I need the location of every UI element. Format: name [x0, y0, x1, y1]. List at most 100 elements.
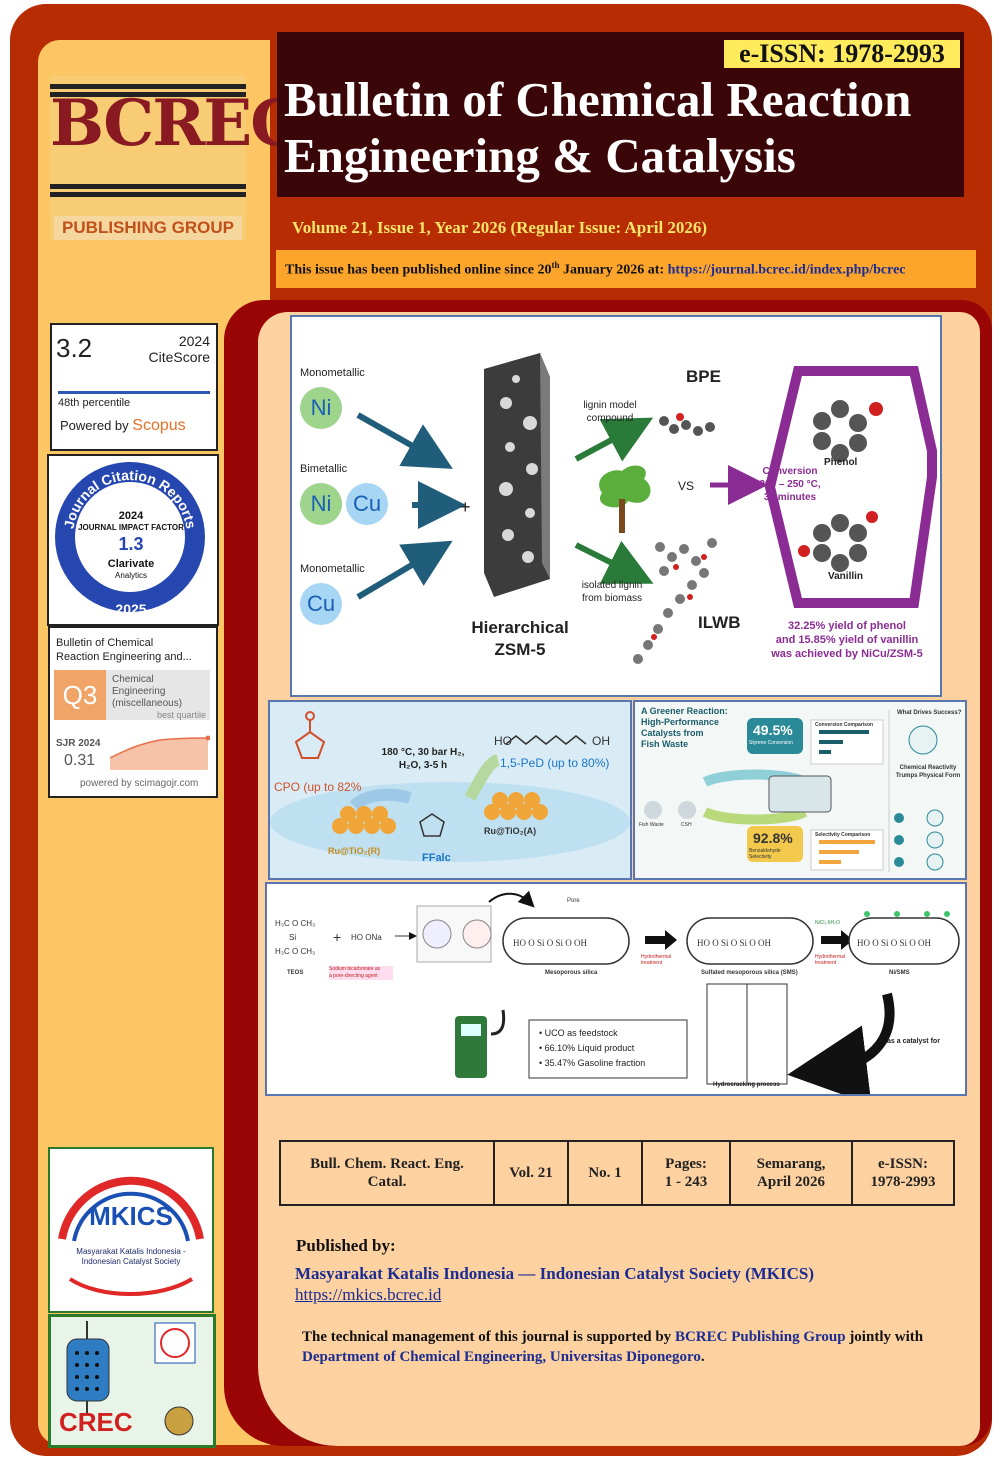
cell-line: April 2026	[757, 1174, 825, 1190]
publisher-name-link[interactable]: Masyarakat Katalis Indonesia — Indonesia…	[295, 1264, 815, 1283]
svg-text:HO O Si O Si O OH: HO O Si O Si O OH	[697, 938, 772, 948]
cu-label: Cu	[352, 491, 382, 516]
clarivate-sub: Analytics	[114, 571, 147, 580]
results-item-text: UCO as feedstock	[544, 1028, 618, 1038]
results-item: • UCO as feedstock	[539, 1028, 618, 1038]
logo-rule	[50, 84, 246, 89]
infographic-title-line: A Greener Reaction:	[641, 706, 728, 716]
support-label: Hierarchical ZSM-5	[460, 617, 580, 661]
graphical-abstract-2[interactable]: 180 °C, 30 bar H₂,H₂O, 3-5 h CPO (up to …	[268, 700, 632, 880]
ffalc-label: FFalc	[422, 852, 451, 864]
plus-sign: +	[460, 497, 471, 517]
jcr-bottom-year: 2025	[115, 601, 147, 617]
support-statement: The technical management of this journal…	[302, 1327, 952, 1367]
journal-title-line: Engineering & Catalysis	[284, 128, 796, 183]
ni-label: Ni	[310, 491, 332, 516]
conversion-line: 200 – 250 °C,	[759, 479, 821, 490]
bcrec-group-link[interactable]: BCREC Publishing Group	[674, 1329, 846, 1345]
support-suffix: .	[700, 1349, 705, 1365]
sjr-title-line: Bulletin of Chemical	[56, 637, 154, 649]
published-by-label: Published by:	[296, 1236, 396, 1255]
online-prefix: This issue has been published online sin…	[285, 262, 552, 278]
conditions-line: H₂O, 3-5 h	[398, 760, 448, 771]
logo-text: BCREC	[50, 86, 301, 161]
graphical-abstract-4[interactable]: H₃C O CH₃ Si H₃C O CH₃ + HO ONa HO O Si …	[265, 882, 967, 1096]
bi-label: Bimetallic	[300, 463, 348, 475]
citescore-powered: Powered by Scopus	[60, 417, 186, 435]
bicarbonate-line: a pore-directing agent	[329, 973, 378, 979]
sjr-category-line: Chemical	[112, 674, 154, 685]
department-link[interactable]: Department of Chemical Engineering, Univ…	[302, 1349, 701, 1365]
citescore-percentile-bar	[58, 391, 210, 394]
svg-text:+: +	[333, 929, 341, 945]
graphic4-drawing: H₃C O CH₃ Si H₃C O CH₃ + HO ONa HO O Si …	[275, 890, 960, 1094]
graphical-abstract-1[interactable]: Monometallic Ni Bimetallic Ni Cu Monomet…	[290, 315, 942, 697]
result-line: 32.25% yield of phenol	[788, 620, 906, 632]
lignin-model-line: lignin model	[583, 400, 637, 411]
citescore-badge[interactable]: 3.2 2024 CiteScore 48th percentile Power…	[50, 323, 218, 451]
svg-text:HO O Si O Si O OH: HO O Si O Si O OH	[513, 938, 588, 948]
sjr-powered: powered by scimagojr.com	[80, 778, 199, 789]
hydrothermal-label: Hydrothermal treatment	[641, 954, 672, 966]
phenol-label: Phenol	[824, 457, 858, 468]
jcr-arc-text: Journal Citation Reports	[61, 467, 200, 530]
jcr-center	[75, 482, 185, 592]
jcr-badge[interactable]: Journal Citation Reports 2024 JOURNAL IM…	[47, 454, 219, 626]
online-banner	[276, 250, 976, 288]
nicl-label: NiCl₂.6H₂O	[815, 920, 840, 926]
cell-line: Catal.	[367, 1174, 407, 1190]
reactivity-line: Chemical Reactivity	[899, 765, 957, 771]
catalyst-a-label: Ru@TiO₂(A)	[484, 826, 537, 836]
journal-title-line: Bulletin of Chemical Reaction	[284, 72, 912, 127]
issue-info-table: Bull. Chem. React. Eng.Catal. Vol. 21 No…	[279, 1140, 955, 1206]
sjr-year: SJR 2024	[56, 738, 101, 749]
graphic2-drawing	[270, 711, 630, 862]
online-notice: This issue has been published online sin…	[285, 260, 906, 279]
cell-line: Pages:	[665, 1156, 707, 1172]
citescore-year: 2024	[178, 333, 210, 349]
mkics-subtitle: Masyarakat Katalis Indonesia -Indonesian…	[50, 1247, 212, 1267]
volume-cell: Vol. 21	[493, 1140, 569, 1206]
hydrocracking-label: Hydrocracking process	[713, 1082, 780, 1088]
cu-sphere: Cu	[300, 583, 342, 625]
results-item: • 35.47% Gasoline fraction	[539, 1058, 646, 1068]
volume-info: Volume 21, Issue 1, Year 2026 (Regular I…	[292, 218, 708, 237]
mkics-logo[interactable]: MKICS Masyarakat Katalis Indonesia -Indo…	[48, 1147, 214, 1313]
cpo-label: CPO (up to 82%	[274, 780, 362, 794]
cell-line: e-ISSN:	[877, 1156, 928, 1172]
mono-label-1: Monometallic	[300, 367, 365, 379]
lignin-model-label: lignin model compound	[570, 399, 650, 425]
ni-label: Ni	[310, 395, 332, 420]
catalyst-for-label: as a catalyst for	[887, 1038, 940, 1045]
crec-logo[interactable]: CREC	[48, 1314, 216, 1448]
logo-rule	[50, 192, 246, 197]
mkics-subtitle-line: Indonesian Catalyst Society	[81, 1257, 181, 1266]
cell-line: 1 - 243	[664, 1174, 708, 1190]
sjr-trend-chart	[110, 735, 210, 770]
graphic3-drawing	[644, 710, 944, 872]
lignin-model-line: compound	[586, 413, 634, 424]
results-item-text: 66.10% Liquid product	[544, 1043, 635, 1053]
conversion-comparison: Conversion Comparison	[815, 722, 874, 728]
citescore-percentile: 48th percentile	[58, 397, 131, 409]
cell-line: Semarang,	[756, 1156, 826, 1172]
svg-text:HO ONa: HO ONa	[351, 933, 382, 942]
publisher-url-link[interactable]: https://mkics.bcrec.id	[295, 1285, 442, 1304]
results-item: • 66.10% Liquid product	[539, 1043, 635, 1053]
fish-waste-label: Fish Waste	[639, 822, 664, 828]
journal-url-link[interactable]: https://journal.bcrec.id/index.php/bcrec	[667, 262, 906, 278]
conversion-line: 30 minutes	[763, 492, 817, 503]
mkics-subtitle-line: Masyarakat Katalis Indonesia -	[76, 1247, 186, 1256]
powered-text: Powered by	[60, 418, 133, 433]
sjr-quartile-panel: Q3 Chemical Engineering (miscellaneous) …	[54, 670, 210, 720]
svg-text:HO O Si O Si O OH: HO O Si O Si O OH	[857, 938, 932, 948]
catalyst-r-label: Ru@TiO₂(R)	[328, 846, 381, 856]
ilwb-label: ILWB	[698, 613, 741, 632]
